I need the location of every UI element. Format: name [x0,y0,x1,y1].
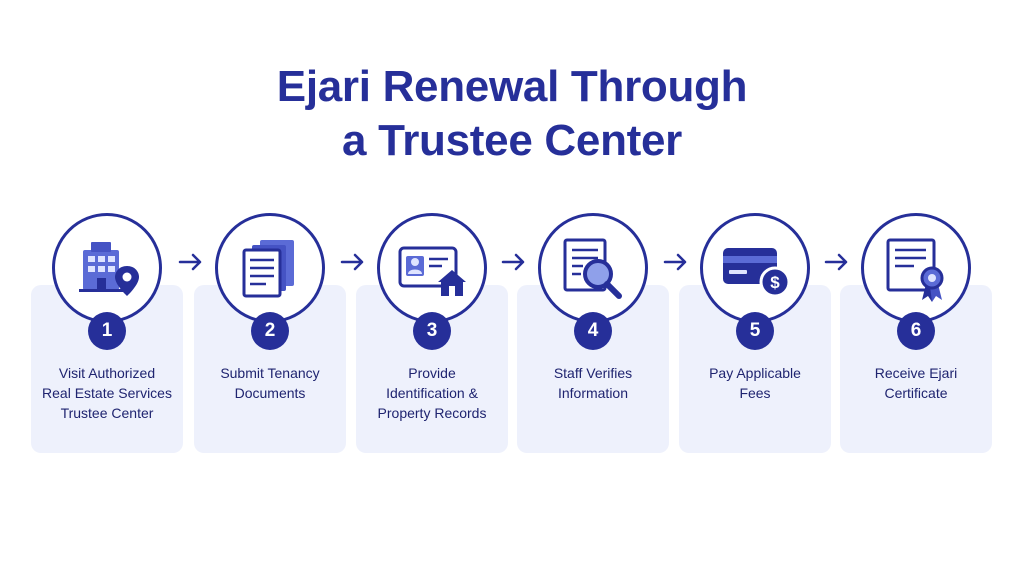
step-number: 4 [574,312,612,350]
svg-text:$: $ [770,273,780,292]
step-label-line: Provide [408,365,456,381]
step-label-line: Identification & [386,385,478,401]
step-icon-circle [861,213,971,323]
arrow-right-icon [501,253,525,271]
arrow-right-icon [824,253,848,271]
title-line-1: Ejari Renewal Through [276,62,748,111]
id-card-home-icon [398,246,466,296]
step-number: 5 [736,312,774,350]
step-icon-circle: $ [700,213,810,323]
step-number: 1 [88,312,126,350]
step-5: $ 5 Pay Applicable Fees [679,0,831,460]
arrow-right-icon [340,253,364,271]
step-label-line: Trustee Center [60,405,154,421]
step-label: Receive Ejari Certificate [844,363,988,403]
step-label: Pay Applicable Fees [683,363,827,403]
step-label-line: Documents [234,385,306,401]
document-magnifier-icon [563,238,622,299]
credit-card-dollar-icon: $ [723,248,791,298]
step-icon-circle [215,213,325,323]
certificate-ribbon-icon [886,238,944,302]
step-icon-circle [52,213,162,323]
step-number: 2 [251,312,289,350]
page-title: Ejari Renewal Through a Trustee Center [0,60,1024,168]
step-label: Provide Identification & Property Record… [360,363,504,423]
step-label-line: Visit Authorized [58,365,156,381]
step-label-line: Pay Applicable [709,365,801,381]
step-4: 4 Staff Verifies Information [517,0,669,460]
step-label-line: Receive Ejari [874,365,958,381]
step-label: Submit Tenancy Documents [198,363,342,403]
step-icon-circle [377,213,487,323]
title-line-2: a Trustee Center [341,116,682,165]
step-label: Visit Authorized Real Estate Services Tr… [35,363,179,423]
arrow-right-icon [663,253,687,271]
step-label-line: Staff Verifies [553,365,633,381]
building-location-icon [79,242,139,296]
step-6: 6 Receive Ejari Certificate [840,0,992,460]
step-label-line: Information [557,385,629,401]
step-2: 2 Submit Tenancy Documents [194,0,346,460]
step-label-line: Real Estate Services [42,385,172,401]
step-label-line: Fees [739,385,771,401]
step-3: 3 Provide Identification & Property Reco… [356,0,508,460]
step-icon-circle [538,213,648,323]
step-label: Staff Verifies Information [521,363,665,403]
step-label-line: Property Records [377,405,487,421]
documents-icon [242,240,294,298]
step-number: 3 [413,312,451,350]
step-1: 1 Visit Authorized Real Estate Services … [31,0,183,460]
step-label-line: Certificate [884,385,948,401]
arrow-right-icon [178,253,202,271]
step-label-line: Submit Tenancy [220,365,320,381]
step-number: 6 [897,312,935,350]
